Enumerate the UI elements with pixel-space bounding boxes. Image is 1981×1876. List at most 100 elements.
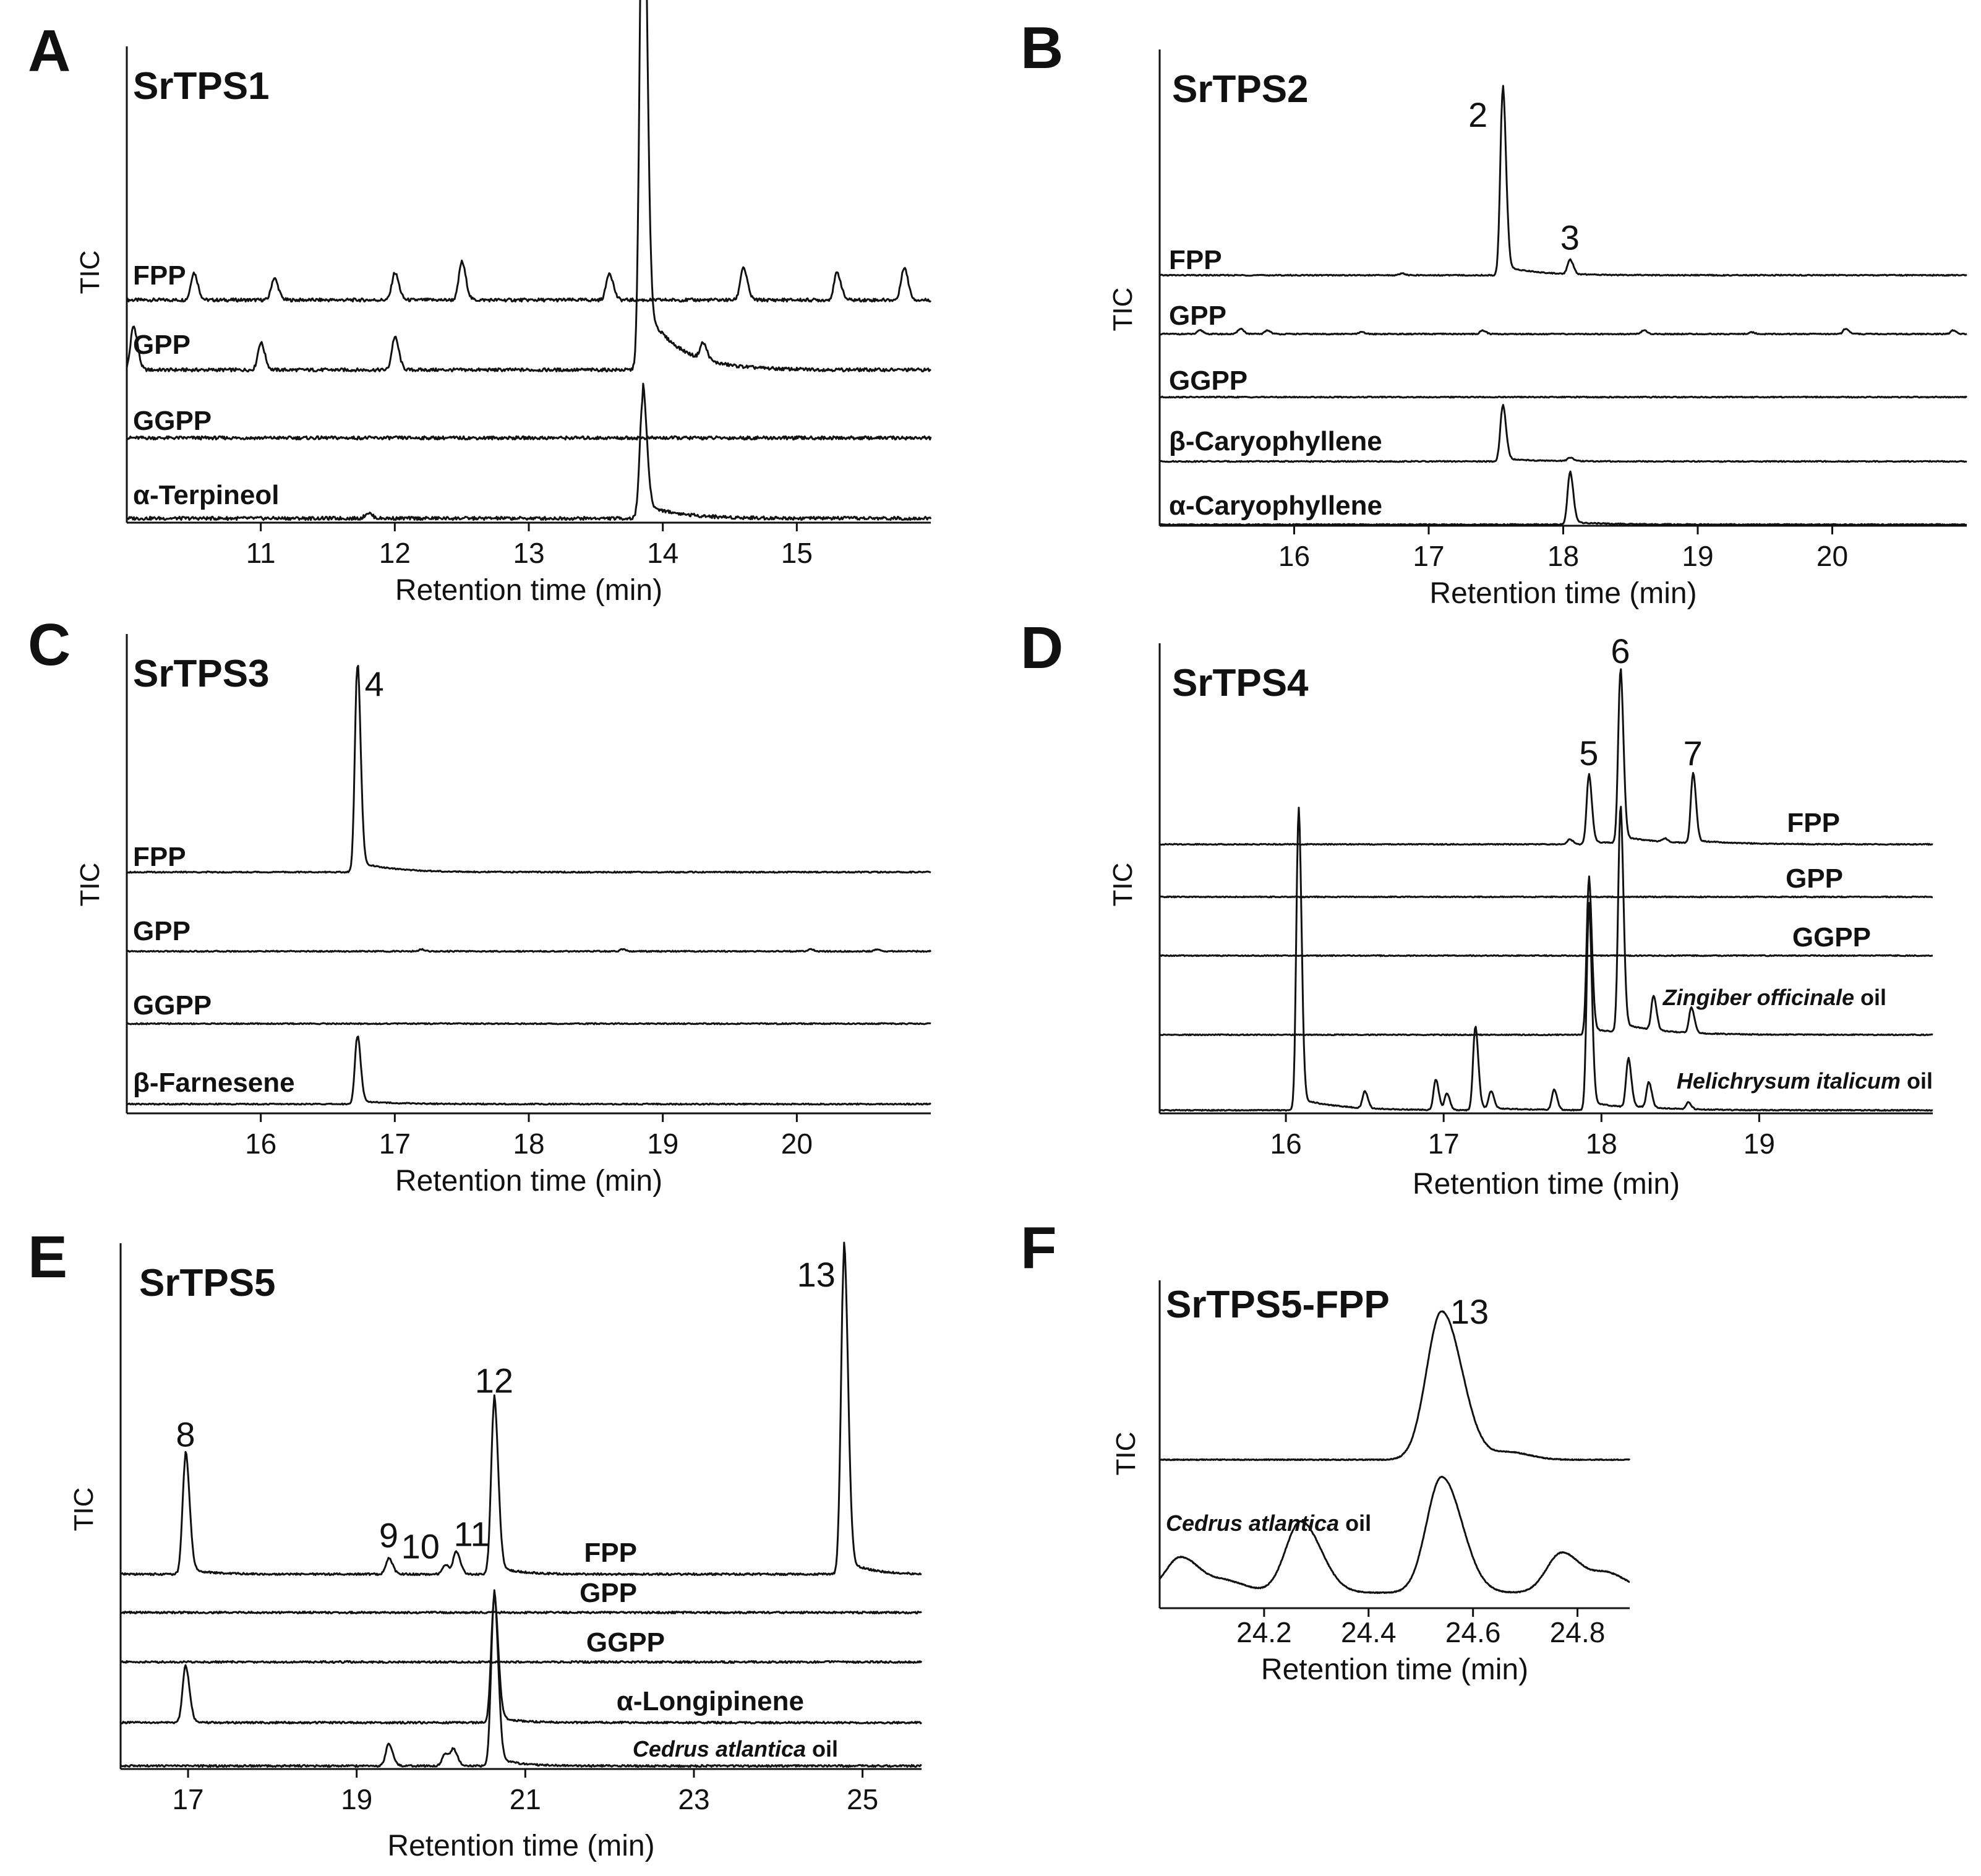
y-axis-label: TIC bbox=[1111, 1432, 1141, 1476]
trace-line bbox=[1159, 668, 1933, 846]
x-tick-label: 17 bbox=[379, 1128, 411, 1160]
trace-label: Helichrysum italicum oil bbox=[1677, 1068, 1933, 1094]
y-axis-label: TIC bbox=[1108, 863, 1138, 907]
trace-label: GPP bbox=[133, 330, 190, 360]
trace-label: α-Terpineol bbox=[133, 480, 279, 510]
trace-line bbox=[126, 664, 931, 874]
x-tick-label: 16 bbox=[1270, 1128, 1301, 1160]
x-tick-label: 21 bbox=[510, 1783, 541, 1815]
trace-line bbox=[1158, 1475, 1630, 1595]
trace-label: FPP bbox=[1169, 245, 1222, 275]
trace-line bbox=[120, 1593, 923, 1724]
trace-line bbox=[126, 948, 932, 953]
x-tick-label: 16 bbox=[1278, 540, 1310, 572]
trace-line bbox=[126, 382, 932, 521]
trace-line bbox=[1159, 404, 1967, 463]
x-tick-label: 18 bbox=[513, 1128, 544, 1160]
trace-label: GGPP bbox=[133, 406, 212, 436]
x-tick-label: 20 bbox=[781, 1128, 813, 1160]
trace-line bbox=[1159, 395, 1967, 399]
x-axis-label: Retention time (min) bbox=[387, 1830, 654, 1862]
trace-label-part: Zingiber officinale bbox=[1662, 985, 1854, 1010]
x-tick-label: 17 bbox=[1413, 540, 1444, 572]
y-axis-label: TIC bbox=[1108, 288, 1138, 332]
x-tick-label: 14 bbox=[647, 537, 678, 569]
x-axis-label: Retention time (min) bbox=[395, 1165, 662, 1197]
x-tick-label: 13 bbox=[513, 537, 544, 569]
panel-title: SrTPS1 bbox=[133, 65, 270, 108]
panel-title: SrTPS5-FPP bbox=[1166, 1283, 1390, 1326]
panel-title: SrTPS5 bbox=[139, 1262, 276, 1304]
y-axis-label: TIC bbox=[69, 1488, 99, 1531]
trace-line bbox=[126, 435, 932, 441]
trace-label-part: GGPP bbox=[133, 990, 212, 1021]
trace-label-part: GGPP bbox=[1169, 366, 1247, 396]
trace-label: GGPP bbox=[133, 990, 212, 1021]
trace-label: GGPP bbox=[1169, 366, 1247, 396]
trace-label-part: β-Caryophyllene bbox=[1169, 426, 1382, 456]
panel-letter: E bbox=[28, 1224, 67, 1290]
peak-label: 12 bbox=[475, 1361, 513, 1400]
trace-label: FPP bbox=[1787, 808, 1840, 838]
trace-label-part: GPP bbox=[1786, 863, 1843, 894]
panel-letter: A bbox=[28, 18, 71, 84]
trace-label: α-Longipinene bbox=[617, 1686, 804, 1716]
peak-label: 5 bbox=[1579, 734, 1598, 773]
trace-label-part: Cedrus atlantica bbox=[1166, 1510, 1339, 1536]
peak-label: 13 bbox=[1450, 1292, 1489, 1331]
x-tick-label: 24.4 bbox=[1341, 1616, 1397, 1648]
x-tick-label: 16 bbox=[245, 1128, 276, 1160]
trace-label: GPP bbox=[1169, 301, 1226, 331]
trace-label: α-Caryophyllene bbox=[1169, 490, 1382, 521]
trace-label: GPP bbox=[1786, 863, 1843, 894]
trace-label-part: α-Caryophyllene bbox=[1169, 490, 1382, 521]
trace-label: GPP bbox=[580, 1578, 637, 1608]
trace-line bbox=[1159, 954, 1933, 957]
x-tick-label: 19 bbox=[1744, 1128, 1775, 1160]
trace-line bbox=[1159, 85, 1967, 277]
x-tick-label: 24.6 bbox=[1445, 1616, 1501, 1648]
x-tick-label: 18 bbox=[1586, 1128, 1617, 1160]
peak-label: 7 bbox=[1684, 734, 1703, 773]
trace-line bbox=[120, 1611, 922, 1614]
trace-label: β-Farnesene bbox=[133, 1068, 295, 1098]
trace-label: Zingiber officinale oil bbox=[1662, 985, 1886, 1010]
trace-label-part: GGPP bbox=[586, 1627, 665, 1658]
trace-label-part: oil bbox=[1854, 985, 1886, 1010]
trace-label-part: FPP bbox=[584, 1538, 637, 1568]
x-tick-label: 19 bbox=[647, 1128, 678, 1160]
trace-label-part: FPP bbox=[1169, 245, 1222, 275]
panel-letter: B bbox=[1020, 15, 1063, 81]
peak-label: 10 bbox=[401, 1527, 440, 1566]
panel-title: SrTPS2 bbox=[1172, 68, 1309, 111]
y-axis-label: TIC bbox=[75, 251, 105, 294]
peak-label: 4 bbox=[365, 664, 384, 703]
y-axis-label: TIC bbox=[75, 863, 105, 907]
trace-line bbox=[1158, 327, 1967, 336]
trace-label-part: GGPP bbox=[133, 406, 212, 436]
trace-label: FPP bbox=[133, 842, 186, 872]
trace-label-part: Cedrus atlantica bbox=[633, 1736, 806, 1762]
x-tick-label: 25 bbox=[847, 1783, 878, 1815]
x-tick-label: 11 bbox=[246, 537, 276, 569]
panel-title: SrTPS3 bbox=[133, 653, 270, 695]
trace-label-part: GGPP bbox=[1792, 922, 1871, 953]
trace-line bbox=[1159, 1310, 1631, 1462]
x-tick-label: 19 bbox=[341, 1783, 372, 1815]
trace-label: GPP bbox=[133, 916, 190, 946]
trace-label-part: Helichrysum italicum bbox=[1677, 1068, 1901, 1094]
trace-line bbox=[126, 1035, 931, 1106]
peak-label: 6 bbox=[1611, 632, 1630, 670]
peak-label: 2 bbox=[1468, 95, 1487, 134]
trace-line bbox=[1159, 470, 1967, 526]
trace-label: FPP bbox=[133, 260, 186, 291]
trace-label-part: α-Longipinene bbox=[617, 1686, 804, 1716]
x-axis-label: Retention time (min) bbox=[1261, 1653, 1528, 1686]
trace-label-part: FPP bbox=[1787, 808, 1840, 838]
trace-line bbox=[126, 1022, 931, 1026]
trace-label: GGPP bbox=[1792, 922, 1871, 953]
